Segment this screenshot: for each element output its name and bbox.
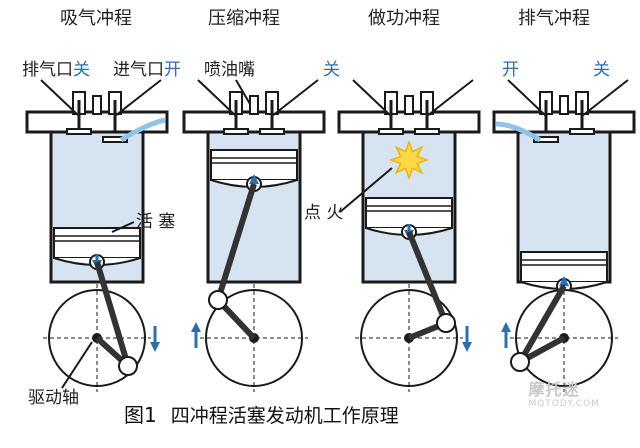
exhaust-piston [520,251,608,283]
injector-pointer [235,79,251,105]
exhaust-connecting-rod [517,284,567,364]
compression-port-pointer-left [197,79,237,117]
title-intake-stroke: 吸气冲程 [60,8,132,29]
ignition-pointer [339,167,393,213]
ignition-spark-icon [388,139,430,181]
exhaust-port-pointer-right [581,79,629,117]
title-exhaust-stroke: 排气冲程 [518,8,590,29]
exhaust-piston-arrow-head [559,276,569,286]
intake-crank-pin [118,356,138,376]
intake-port-label: 进气口开 [113,62,181,79]
figure-number: 图1 [124,403,157,427]
power-injector [404,95,414,115]
exhaust-valve-head-1 [569,128,595,135]
ignition-label: 点 火 [304,203,344,223]
watermark-url: MOTODY.COM [528,399,600,409]
intake-port-pointer-right [114,79,162,117]
compression-rotation-arrow-head [191,322,201,332]
compression-valve-state: 关 [323,60,340,80]
compression-crank-pin [208,290,228,310]
exhaust-port-pointer-left [507,79,547,117]
compression-connecting-rod [215,183,257,301]
exhaust-airflow [495,121,542,143]
intake-injector [92,95,102,115]
watermark: 摩托迷 MOTODY.COM [528,376,600,409]
intake-port-pointer-left [40,79,80,117]
power-piston [365,197,453,229]
piston-label: 活 塞 [136,212,176,232]
exhaust-crank-pin [510,352,530,372]
figure-caption: 图1 四冲程活塞发动机工作原理 [124,399,399,428]
exhaust-rotation-arrow-head [501,322,511,332]
power-valve-head-1 [414,128,440,135]
intake-valve-head-1 [102,136,128,143]
compression-valve-head-0 [223,128,249,135]
power-rotation-arrow-head [462,342,472,352]
power-valve-head-0 [378,128,404,135]
intake-port-state: 开 [164,60,181,80]
exhaust-valve-head-0 [533,136,559,143]
power-port-pointer-left [352,79,392,117]
crankshaft-pointer [61,341,93,389]
compression-injector [249,95,259,115]
exhaust-port-label: 排气口关 [22,62,90,79]
injector-label: 喷油嘴 [204,60,255,80]
exhaust-injector [559,95,569,115]
intake-airflow [119,117,166,143]
exhaust-open-state: 开 [502,60,519,80]
power-port-pointer-right [426,79,474,117]
compression-valve-head-1 [259,128,285,135]
figure-caption-text: 四冲程活塞发动机工作原理 [170,405,399,427]
piston-pointer [111,221,135,233]
intake-connecting-rod [94,261,131,367]
title-compression-stroke: 压缩冲程 [208,8,280,29]
compression-port-pointer-right [271,79,319,117]
power-connecting-rod [406,230,449,325]
watermark-text: 摩托迷 [528,380,580,399]
intake-piston [53,227,141,259]
intake-port-name: 进气口 [113,60,164,80]
intake-rotation-arrow-head [150,342,160,352]
exhaust-closed-state: 关 [593,60,610,80]
compression-piston-arrow-head [249,174,259,184]
crankshaft-label: 驱动轴 [28,388,79,408]
power-crank-pin [436,313,456,333]
exhaust-port-name: 排气口 [22,60,73,80]
exhaust-port-state: 关 [73,60,90,80]
title-power-stroke: 做功冲程 [368,8,440,29]
intake-valve-head-0 [66,128,92,135]
